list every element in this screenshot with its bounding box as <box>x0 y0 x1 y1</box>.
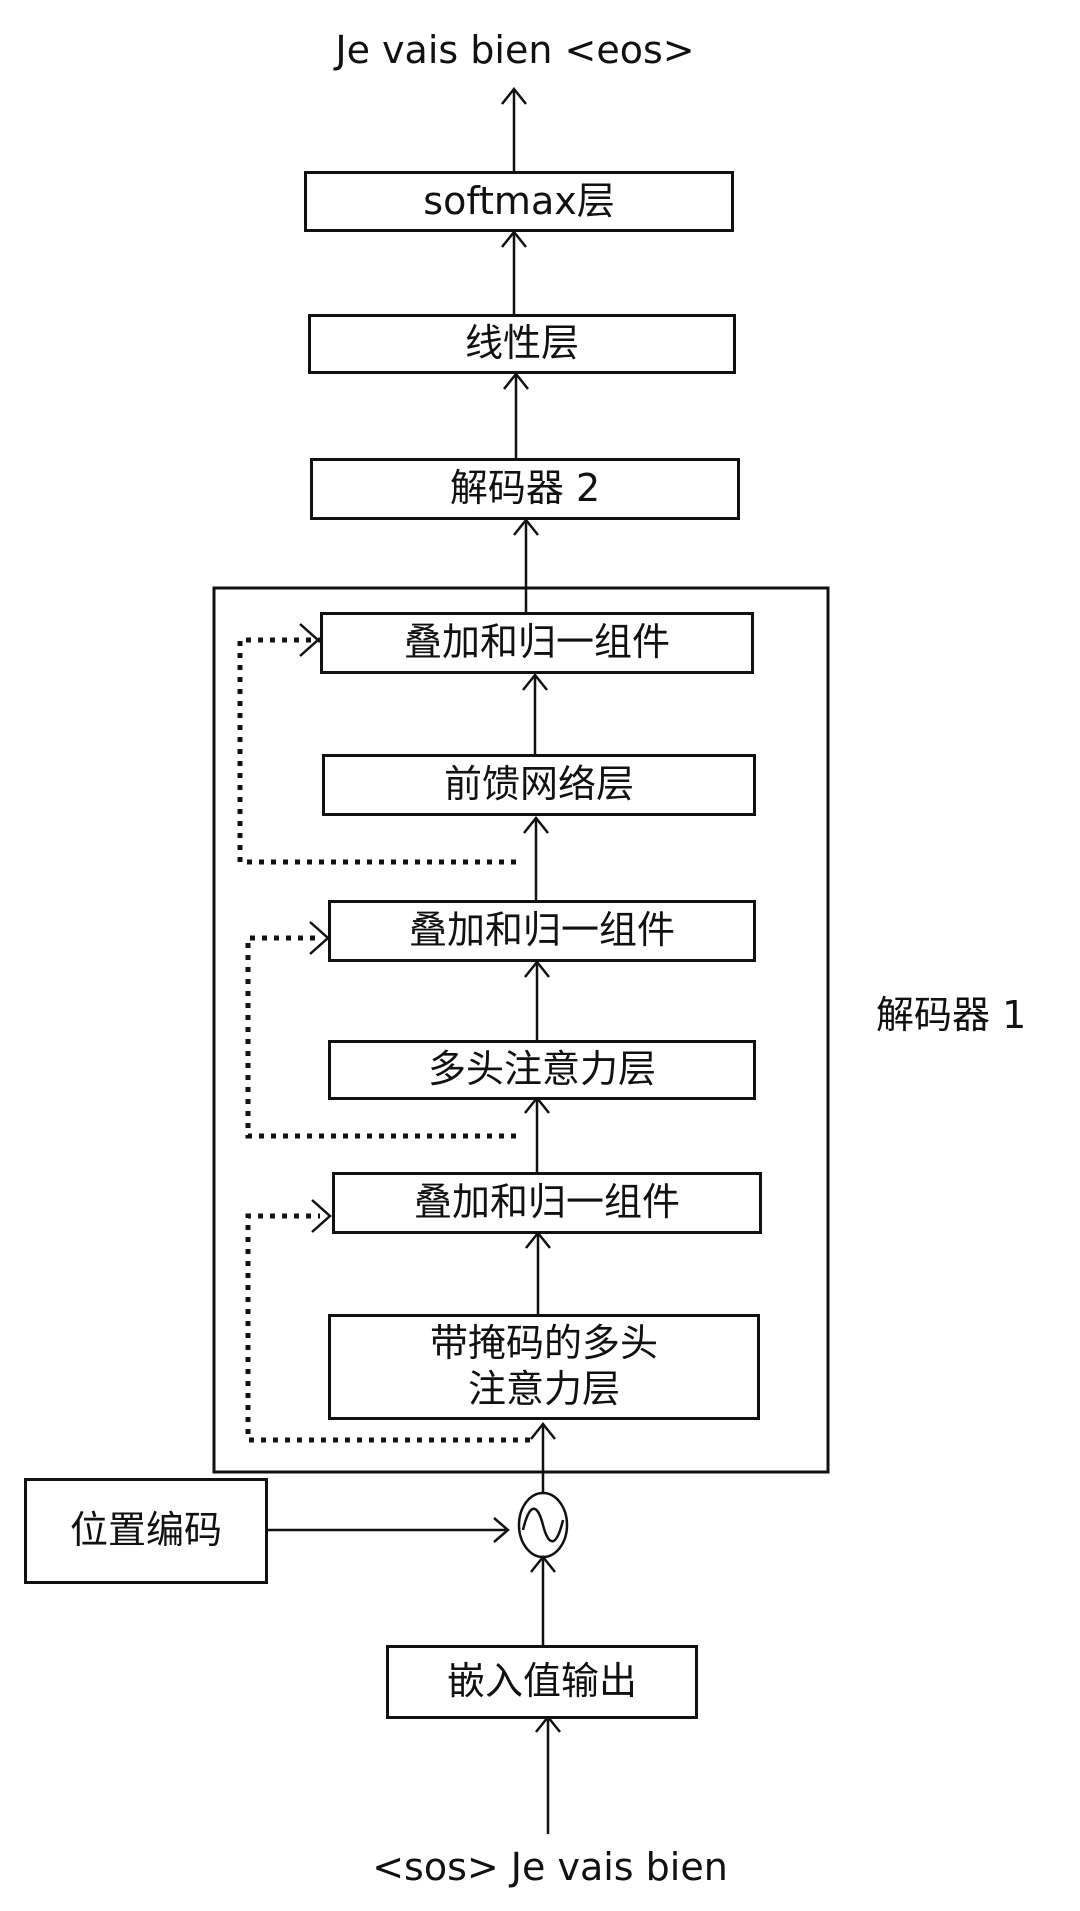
residual-arrowhead-3 <box>299 623 320 657</box>
feed-forward-box: 前馈网络层 <box>322 754 756 816</box>
arrowhead <box>503 371 529 390</box>
sine-wave-icon <box>521 1507 565 1543</box>
positional-encoding-box: 位置编码 <box>24 1478 268 1584</box>
arrowhead <box>522 672 548 691</box>
decoder2-box: 解码器 2 <box>310 458 740 520</box>
multi-head-attention-box: 多头注意力层 <box>328 1040 756 1100</box>
arrowhead <box>524 959 550 978</box>
arrowhead <box>493 1517 510 1543</box>
residual-path-1 <box>245 1213 530 1443</box>
residual-path-2 <box>245 935 516 1139</box>
linear-layer-box: 线性层 <box>308 314 736 374</box>
arrowhead <box>523 815 549 834</box>
masked-attention-box: 带掩码的多头 注意力层 <box>328 1314 760 1420</box>
add-norm-box-2: 叠加和归一组件 <box>328 900 756 962</box>
decoder1-label: 解码器 1 <box>876 993 1027 1037</box>
arrowhead <box>513 517 539 536</box>
arrowhead <box>501 229 527 248</box>
masked-attention-line1: 带掩码的多头 <box>429 1321 658 1366</box>
embedding-output-box: 嵌入值输出 <box>386 1645 698 1719</box>
decoder1-frame <box>212 586 830 1474</box>
add-norm-box-3: 叠加和归一组件 <box>320 612 754 674</box>
sum-operator-circle <box>517 1491 569 1559</box>
add-norm-box-1: 叠加和归一组件 <box>332 1172 762 1234</box>
softmax-layer-box: softmax层 <box>304 171 734 232</box>
output-sequence-label: Je vais bien <eos> <box>335 28 695 72</box>
residual-arrowhead-1 <box>311 1199 332 1233</box>
input-sequence-label: <sos> Je vais bien <box>372 1845 728 1889</box>
masked-attention-line2: 注意力层 <box>467 1367 620 1411</box>
arrowhead <box>501 86 527 105</box>
arrowhead <box>530 1421 556 1440</box>
residual-path-3 <box>237 637 516 865</box>
